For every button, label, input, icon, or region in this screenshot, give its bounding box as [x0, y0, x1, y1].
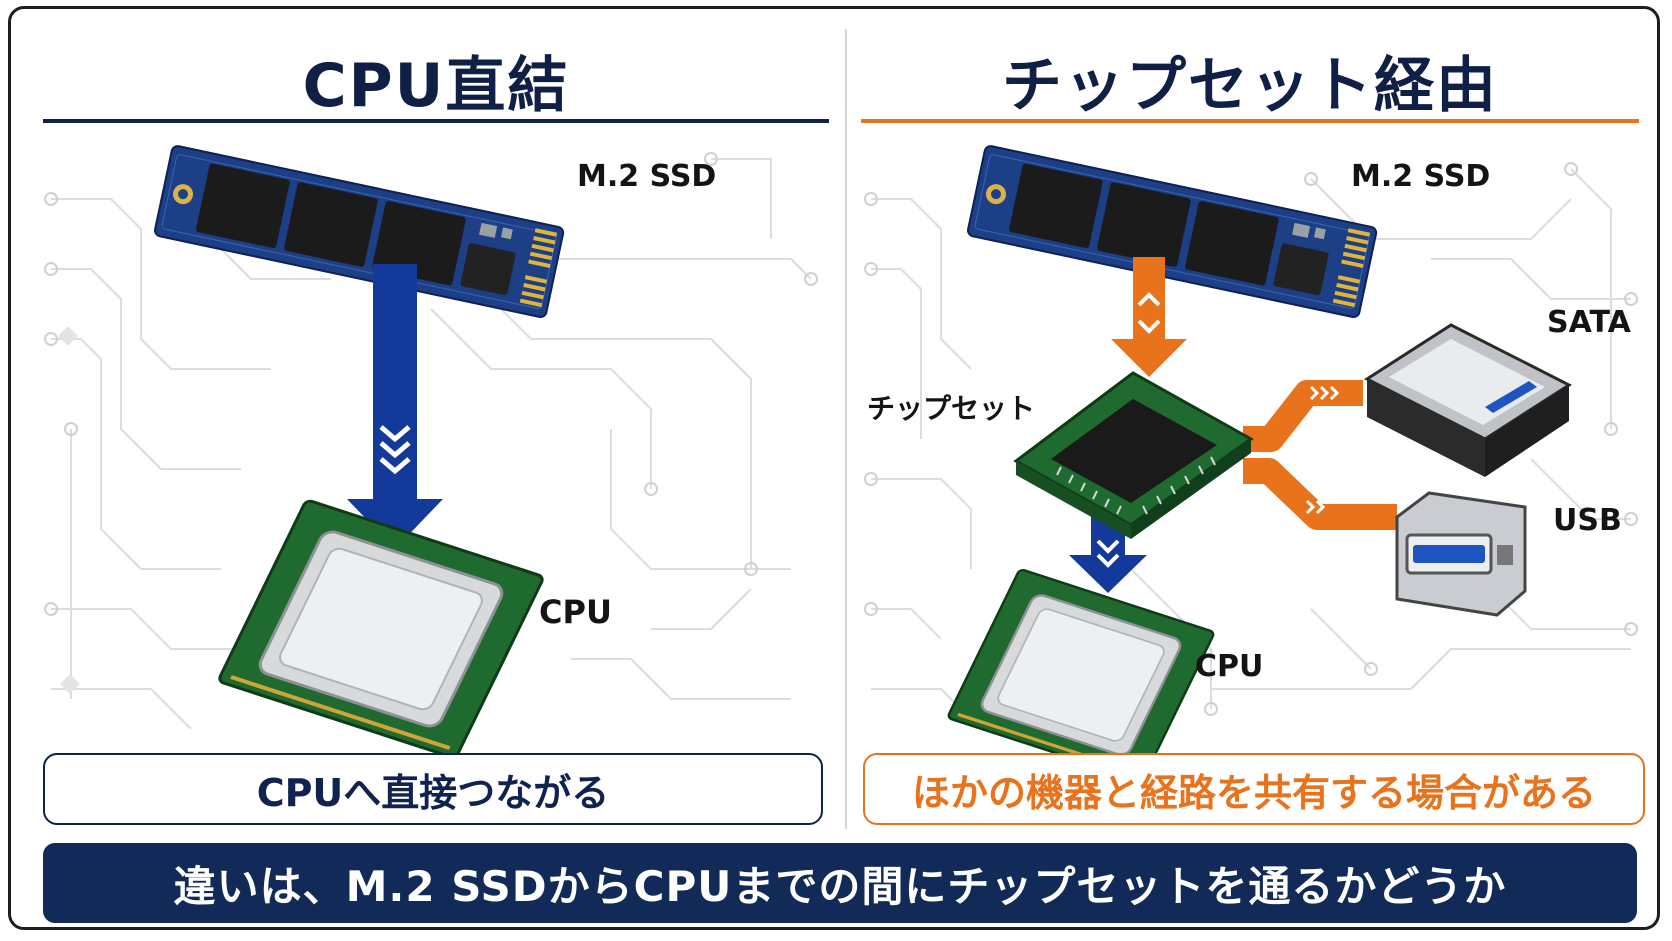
right-cpu-label: CPU	[1195, 649, 1264, 684]
left-cpu-label: CPU	[539, 593, 612, 631]
right-title-rule	[861, 119, 1639, 123]
diagram-frame: CPU直結	[8, 6, 1660, 930]
right-ssd-label: M.2 SSD	[1351, 159, 1491, 194]
right-caption: ほかの機器と経路を共有する場合がある	[863, 753, 1645, 825]
summary-banner: 違いは、M.2 SSDからCPUまでの間にチップセットを通るかどうか	[43, 843, 1637, 923]
left-title-rule	[43, 119, 829, 123]
right-m2-ssd-icon	[966, 145, 1378, 319]
usb-label: USB	[1553, 503, 1622, 538]
usb-port-icon	[1395, 491, 1527, 617]
chipset-label: チップセット	[867, 392, 1036, 425]
right-cpu-icon	[947, 568, 1215, 782]
left-cpu-icon	[218, 499, 544, 759]
circuit-background	[44, 152, 1638, 730]
sata-label: SATA	[1547, 305, 1631, 340]
left-m2-ssd-icon	[153, 145, 565, 319]
right-illustration	[947, 145, 1573, 782]
chipset-to-sata-path-icon	[1243, 380, 1363, 452]
left-direct-arrow-icon	[347, 264, 443, 549]
left-ssd-label: M.2 SSD	[577, 159, 717, 194]
chipset-to-usb-path-icon	[1243, 458, 1397, 530]
chipset-icon	[1013, 371, 1254, 539]
left-caption: CPUへ直接つながる	[43, 753, 823, 825]
ssd-to-chipset-arrow-icon	[1111, 257, 1187, 377]
right-panel-title: チップセット経由	[1002, 50, 1498, 121]
left-panel-title: CPU直結	[302, 50, 570, 121]
panel-divider	[845, 29, 847, 829]
left-illustration	[153, 145, 565, 759]
sata-drive-icon	[1363, 323, 1573, 477]
